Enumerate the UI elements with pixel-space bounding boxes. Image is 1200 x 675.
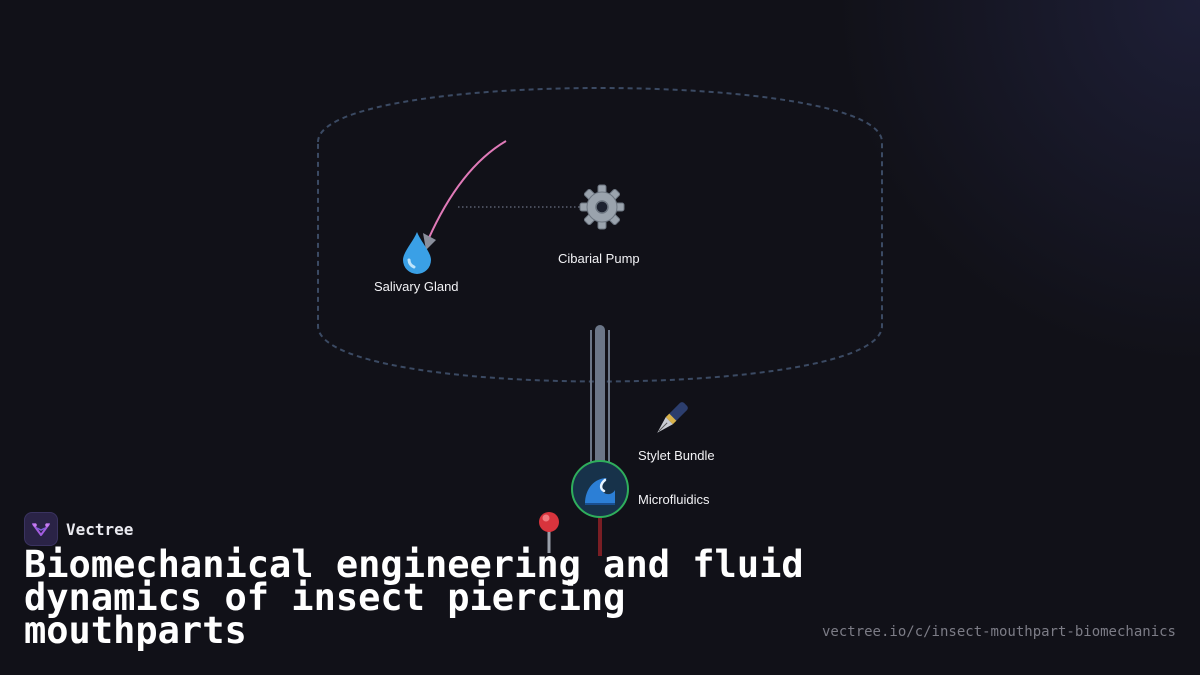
stylet-bundle-label: Stylet Bundle (638, 448, 715, 463)
droplet-icon (399, 230, 435, 274)
brand-name: Vectree (66, 519, 134, 539)
fountain-pen-icon (648, 398, 692, 442)
saliva-flow-arrowhead (423, 233, 436, 250)
head-capsule-boundary (317, 87, 883, 383)
page-url[interactable]: vectree.io/c/insect-mouthpart-biomechani… (821, 624, 1176, 640)
gear-icon (578, 183, 626, 231)
brand: Vectree (24, 512, 133, 546)
food-canal-tube (590, 325, 610, 475)
cibarial-pump-label: Cibarial Pump (558, 251, 640, 266)
salivary-gland-label: Salivary Gland (374, 279, 459, 294)
pushpin-icon (539, 512, 559, 553)
wave-icon (583, 474, 617, 508)
microfluidics-label: Microfluidics (638, 492, 710, 507)
vectree-logo-icon (24, 512, 58, 546)
page-title: Biomechanical engineering and fluid dyna… (24, 543, 804, 652)
saliva-flow-arrow (427, 140, 507, 241)
